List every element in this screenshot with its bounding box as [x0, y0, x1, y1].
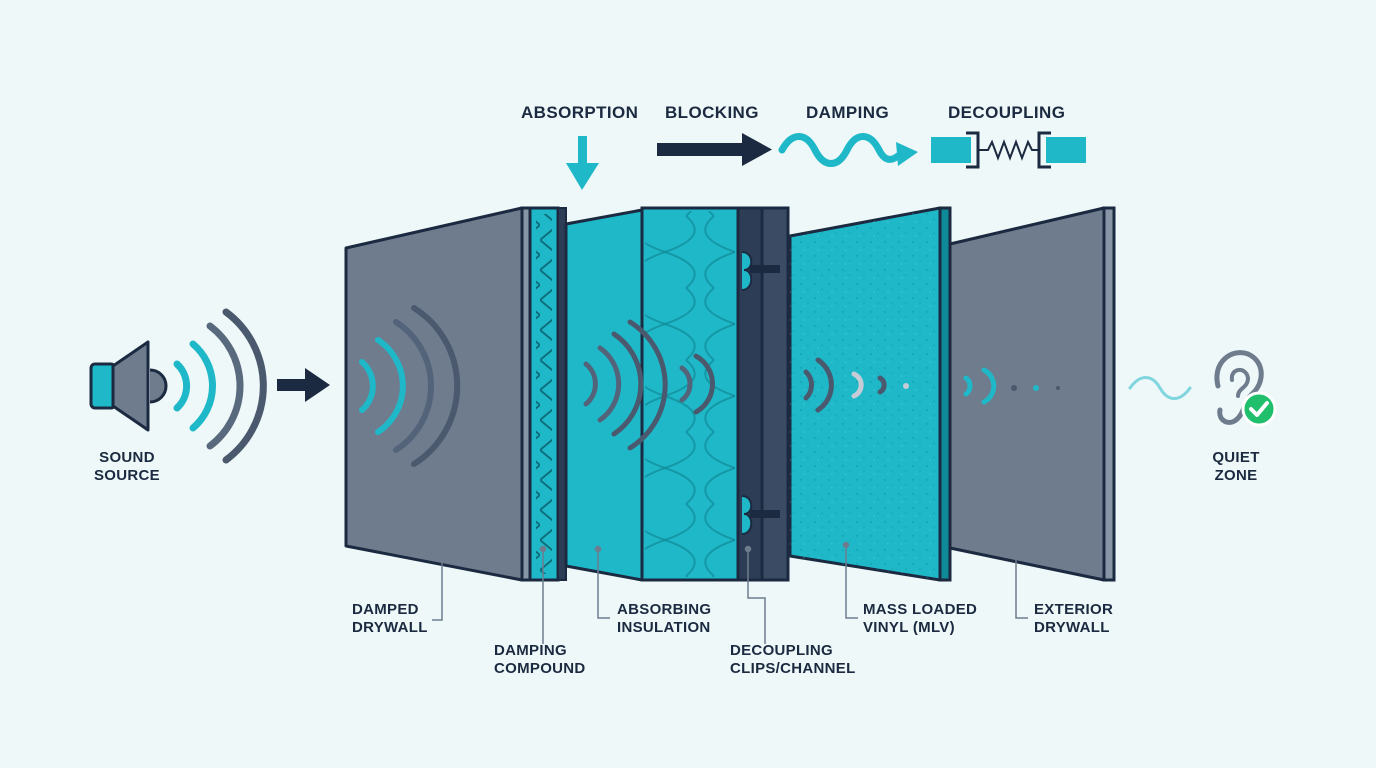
- damping-wave-icon: [778, 133, 918, 167]
- residual-wave-icon: [1128, 376, 1192, 400]
- decoupling-clip-icon: [741, 251, 780, 291]
- damping-compound-layer: [528, 206, 567, 582]
- sound-source-label: SOUND SOURCE: [94, 449, 160, 484]
- decoupling-spring-icon: [931, 131, 1086, 169]
- layer-label-damped-drywall: DAMPED DRYWALL: [352, 601, 428, 636]
- layer-label-decoupling-clips: DECOUPLING CLIPS/CHANNEL: [730, 642, 856, 677]
- mechanism-blocking-label: BLOCKING: [665, 103, 759, 122]
- mechanism-decoupling-label: DECOUPLING: [948, 103, 1066, 122]
- damped-drywall-panel: [344, 206, 532, 582]
- layer-label-exterior-drywall: EXTERIOR DRYWALL: [1034, 601, 1114, 636]
- decoupling-clip-icon: [741, 495, 780, 535]
- absorbing-insulation-layer: [564, 206, 740, 582]
- source-arrow-icon: [277, 368, 330, 402]
- check-icon: [1241, 391, 1277, 427]
- blocking-arrow-icon: [657, 133, 772, 166]
- layer-label-damping-compound: DAMPING COMPOUND: [494, 642, 586, 677]
- mlv-panel: [788, 206, 952, 582]
- layer-label-mlv: MASS LOADED VINYL (MLV): [863, 601, 978, 636]
- speaker-icon: [89, 340, 168, 432]
- absorption-arrow-icon: [566, 136, 599, 190]
- decoupling-channel-layer: [736, 206, 790, 582]
- sound-waves-icon: [173, 308, 267, 464]
- layer-label-absorbing-insulation: ABSORBING INSULATION: [617, 601, 712, 636]
- mechanism-absorption-label: ABSORPTION: [521, 103, 639, 122]
- leader-lines: [432, 541, 1028, 644]
- quiet-zone-label: QUIET ZONE: [1212, 449, 1260, 484]
- exterior-drywall-panel: [948, 206, 1116, 582]
- mechanism-damping-label: DAMPING: [806, 103, 890, 122]
